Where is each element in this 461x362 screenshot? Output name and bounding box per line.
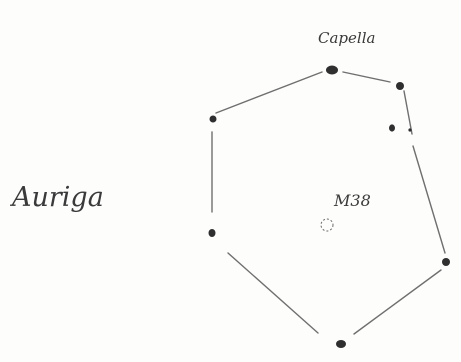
- star-northwest: [210, 116, 217, 123]
- star-east-pair-b: [408, 128, 411, 131]
- star-south: [336, 340, 346, 348]
- line-southwest: [228, 253, 318, 333]
- line-capella-east: [343, 72, 390, 82]
- star-east-upper: [396, 82, 404, 90]
- capella-label: Capella: [318, 29, 375, 47]
- capella-star: [326, 66, 338, 75]
- m38-cluster-icon: [321, 219, 333, 231]
- star-west: [209, 229, 216, 237]
- line-east: [413, 146, 445, 253]
- constellation-name: Auriga: [9, 182, 104, 213]
- line-northeast: [404, 91, 412, 134]
- star-east-pair-a: [389, 124, 395, 131]
- m38-label: M38: [333, 191, 371, 210]
- line-northwest: [216, 72, 322, 113]
- line-southeast: [354, 270, 441, 334]
- stars: [209, 66, 451, 349]
- star-southeast: [442, 258, 450, 266]
- constellation-lines: [212, 72, 445, 334]
